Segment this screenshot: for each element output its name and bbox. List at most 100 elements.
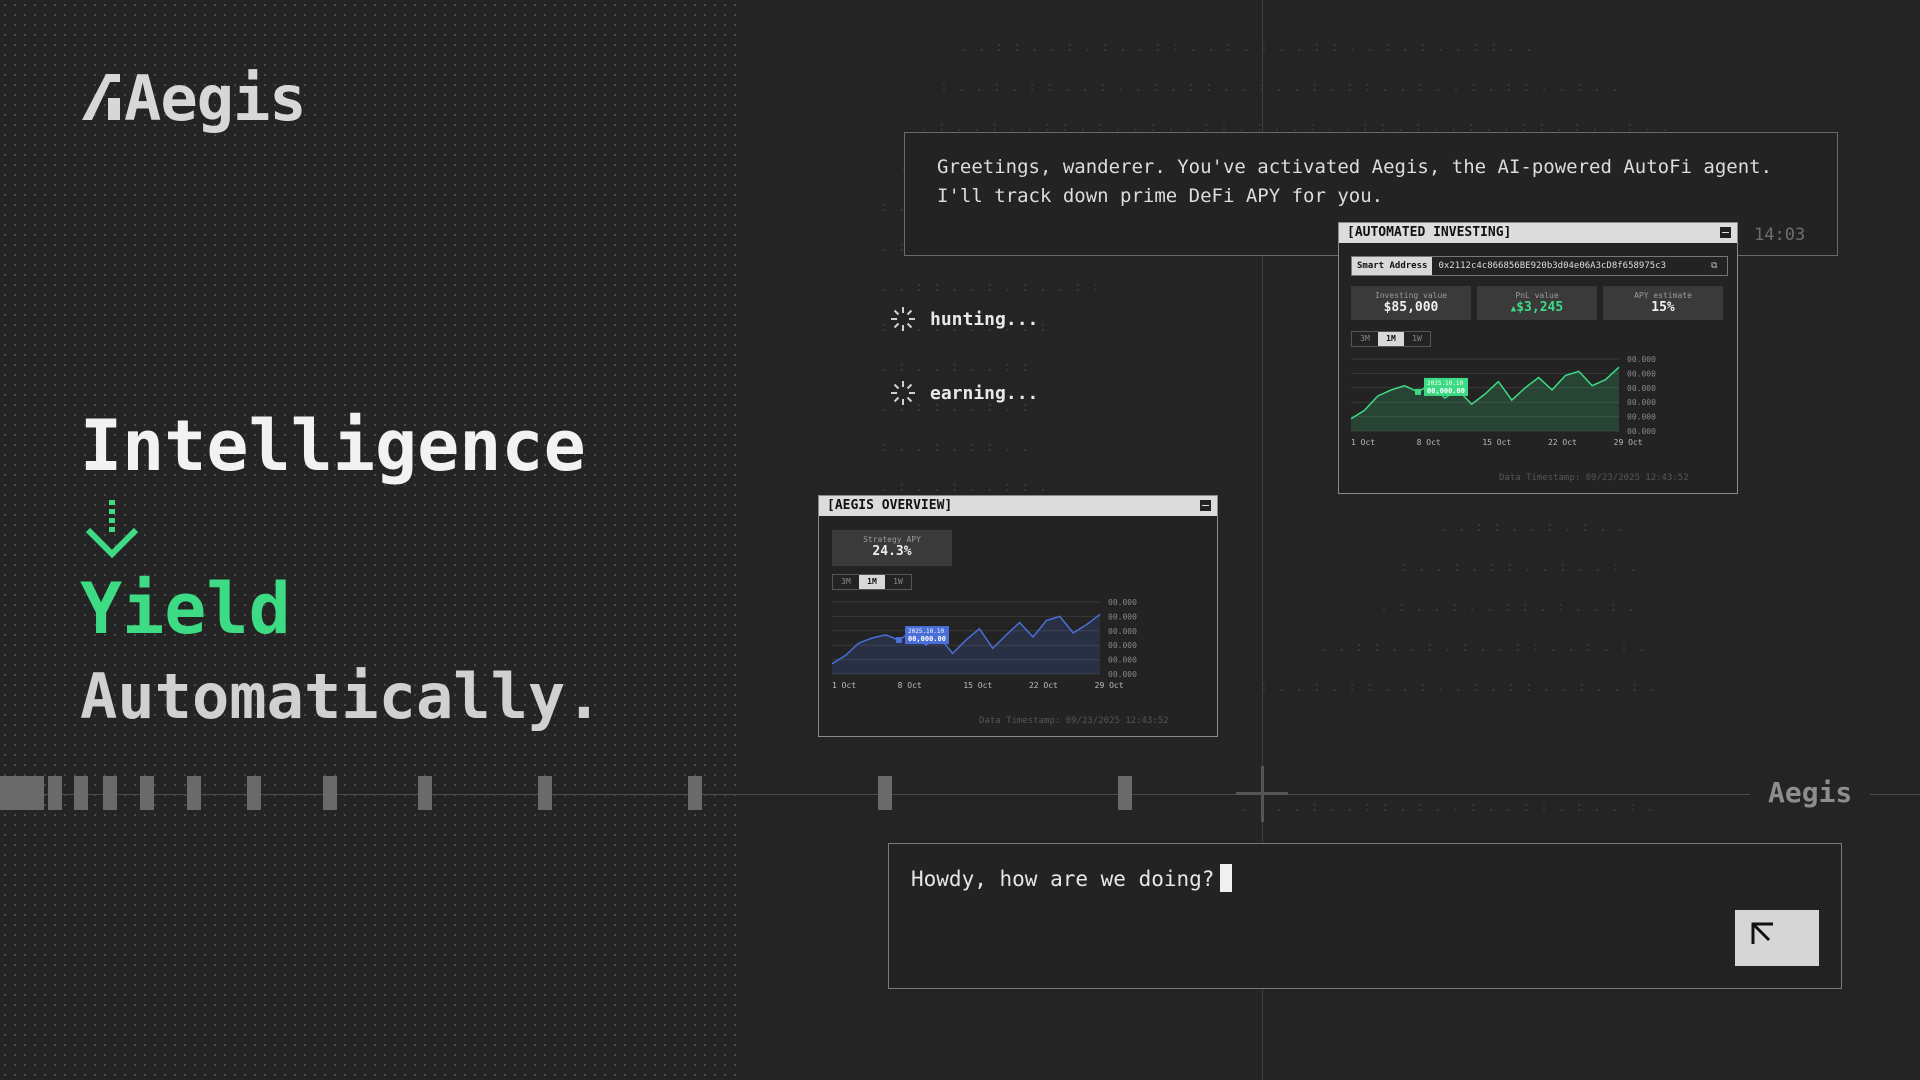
x-tick-label: 8 Oct bbox=[1417, 438, 1441, 447]
ascii-art-row: : . . : . : : . . : . . : . bbox=[1400, 560, 1639, 575]
chat-input-box[interactable]: Howdy, how are we doing? bbox=[888, 843, 1842, 989]
overview-chart: 00.000 00.000 00.000 00.000 00.000 00.000 2025… bbox=[832, 598, 1137, 690]
range-1w[interactable]: 1W bbox=[893, 577, 903, 586]
ascii-art-row: . : . . : . . : : . bbox=[880, 480, 1048, 495]
x-tick-label: 8 Oct bbox=[898, 681, 922, 690]
tooltip-value: 00,000.00 bbox=[908, 635, 946, 643]
guide-vertical bbox=[1262, 0, 1263, 1080]
investing-chart: 00.00000.00000.00000.00000.00000.0002025… bbox=[1351, 355, 1656, 447]
range-selector: 3M 1M 1W bbox=[832, 574, 912, 590]
series-line bbox=[832, 613, 1101, 665]
stat-value: 15% bbox=[1651, 300, 1675, 315]
spinner-icon bbox=[891, 381, 915, 405]
x-tick-label: 1 Oct bbox=[832, 681, 856, 690]
series-line bbox=[1351, 366, 1620, 420]
hero-line-yield: Yield bbox=[80, 568, 291, 650]
stat-label: Investing value bbox=[1374, 291, 1448, 300]
pnl-amount: $3,245 bbox=[1516, 300, 1564, 315]
stat-label: PnL value bbox=[1515, 291, 1559, 300]
y-tick-label: 00.000 bbox=[1108, 656, 1137, 665]
stat-value: $85,000 bbox=[1383, 300, 1439, 315]
card-title: [AEGIS OVERVIEW] bbox=[827, 498, 953, 513]
tooltip-date: 2025.10.10 bbox=[908, 628, 945, 635]
message-timestamp: 14:03 bbox=[1754, 225, 1806, 245]
status-earning: earning... bbox=[890, 380, 1038, 406]
triangle-up-icon: ▲ bbox=[1510, 304, 1517, 314]
card-header: [AUTOMATED INVESTING] bbox=[1339, 223, 1737, 243]
ascii-art-row: . . : : . . : . : . . : : bbox=[880, 280, 1101, 295]
decorative-bar-strip bbox=[0, 776, 1160, 810]
x-tick-label: 22 Oct bbox=[1548, 438, 1577, 447]
stat-label: Strategy APY bbox=[863, 535, 921, 544]
tooltip-box bbox=[905, 626, 949, 645]
minimize-icon[interactable] bbox=[1200, 500, 1211, 511]
x-tick-label: 1 Oct bbox=[1351, 438, 1375, 447]
ascii-art-row: . : . . : . . : : . : . . : . bbox=[1380, 600, 1636, 615]
minimize-icon[interactable] bbox=[1720, 227, 1731, 238]
stat-value: ▲$3,245 bbox=[1477, 300, 1597, 315]
y-tick-label: 00.000 bbox=[1627, 384, 1656, 393]
pnl-value-stat: PnL value ▲$3,245 bbox=[1477, 286, 1597, 320]
ascii-art-row: : . . : . : : . . : . . : . : : . . : . … bbox=[940, 80, 1620, 95]
copy-icon[interactable]: ⧉ bbox=[1711, 261, 1718, 271]
y-tick-label: 00.000 bbox=[1627, 369, 1656, 378]
smart-address-field: Smart Address 0x2112c4c866856BE920b3d04e… bbox=[1351, 256, 1728, 276]
card-header: [AEGIS OVERVIEW] bbox=[819, 496, 1217, 516]
x-tick-label: 29 Oct bbox=[1614, 438, 1643, 447]
tooltip-marker bbox=[1415, 388, 1421, 395]
ascii-art-row: . : . . : . . : : bbox=[880, 360, 1031, 375]
range-1w[interactable]: 1W bbox=[1412, 334, 1422, 343]
tooltip-value: 00,000.00 bbox=[1427, 387, 1465, 395]
hero-line-automatically: Automatically. bbox=[80, 660, 603, 733]
data-timestamp: Data Timestamp: 09/23/2025 12:43:52 bbox=[1499, 473, 1689, 483]
ascii-art-row: . . : : . . : . : . . : : . . : . : . bbox=[1320, 640, 1647, 655]
guide-horizontal bbox=[0, 794, 1920, 795]
series-area bbox=[1351, 367, 1619, 431]
y-tick-label: 00.000 bbox=[1108, 598, 1137, 607]
strategy-apy-stat: Strategy APY 24.3% bbox=[832, 530, 952, 566]
y-tick-label: 00.000 bbox=[1108, 627, 1137, 636]
ascii-art-row: . . : : . . : . : . . bbox=[1440, 520, 1626, 535]
tooltip-marker bbox=[896, 637, 902, 644]
smart-address-label: Smart Address bbox=[1352, 257, 1433, 275]
arrow-up-left-icon bbox=[1751, 922, 1773, 944]
y-tick-label: 00.000 bbox=[1627, 427, 1656, 436]
spinner-icon bbox=[891, 307, 915, 331]
card-title: [AUTOMATED INVESTING] bbox=[1347, 225, 1512, 240]
x-tick-label: 15 Oct bbox=[963, 681, 992, 690]
y-tick-label: 00.000 bbox=[1627, 398, 1656, 407]
arrow-down-icon bbox=[85, 500, 139, 559]
range-3m[interactable]: 3M bbox=[1360, 334, 1370, 343]
stat-value: 24.3% bbox=[872, 544, 912, 559]
y-tick-label: 00.000 bbox=[1108, 641, 1137, 650]
aegis-overview-card: [AEGIS OVERVIEW] Strategy APY 24.3% 3M 1… bbox=[818, 495, 1218, 737]
chat-input[interactable]: Howdy, how are we doing? bbox=[911, 864, 1233, 892]
range-1m[interactable]: 1M bbox=[859, 575, 885, 589]
range-3m[interactable]: 3M bbox=[841, 577, 851, 586]
brand-watermark: Aegis bbox=[1750, 776, 1871, 809]
brand-name: Aegis bbox=[124, 62, 307, 135]
y-tick-label: 00.000 bbox=[1627, 413, 1656, 422]
send-button[interactable] bbox=[1735, 910, 1819, 966]
series-area bbox=[832, 614, 1100, 674]
ascii-art-row: : . . : . : : . . : . . : . : : . . : . … bbox=[1260, 680, 1658, 695]
text-caret bbox=[1220, 864, 1233, 892]
brand-logo: Aegis bbox=[80, 62, 307, 135]
y-tick-label: 00.000 bbox=[1108, 670, 1137, 679]
smart-address-value: 0x2112c4c866856BE920b3d04e06A3cD8f658975… bbox=[1438, 261, 1667, 271]
data-timestamp: Data Timestamp: 09/23/2025 12:43:52 bbox=[979, 716, 1169, 726]
tooltip-box bbox=[1424, 377, 1468, 396]
hero-line-intelligence: Intelligence bbox=[80, 405, 586, 487]
range-1m[interactable]: 1M bbox=[1378, 332, 1404, 346]
x-tick-label: 29 Oct bbox=[1095, 681, 1124, 690]
automated-investing-card: [AUTOMATED INVESTING] Smart Address 0x21… bbox=[1338, 222, 1738, 494]
chat-input-value: Howdy, how are we doing? bbox=[911, 867, 1215, 891]
status-hunting: hunting... bbox=[890, 306, 1038, 332]
status-label: earning... bbox=[930, 382, 1039, 404]
x-tick-label: 15 Oct bbox=[1482, 438, 1511, 447]
ascii-art-row: . : . . : . . : : . : . . : . . : : . : … bbox=[1240, 800, 1655, 815]
crosshair-horizontal bbox=[1236, 792, 1288, 795]
y-tick-label: 00.000 bbox=[1108, 612, 1137, 621]
y-tick-label: 00.000 bbox=[1627, 355, 1656, 364]
stat-label: APY estimate bbox=[1634, 291, 1692, 300]
